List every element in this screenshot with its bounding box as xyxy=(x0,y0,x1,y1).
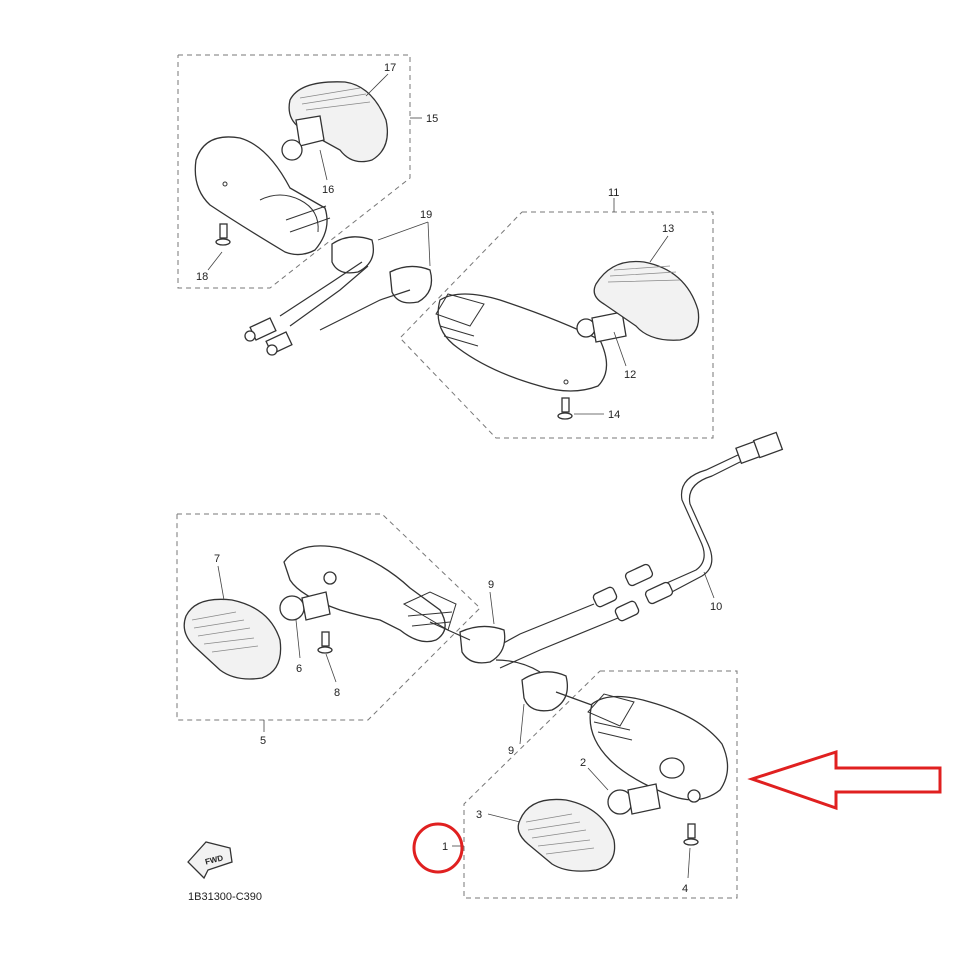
label-7: 7 xyxy=(214,553,220,565)
label-15: 15 xyxy=(426,113,438,125)
highlight-arrow xyxy=(747,749,942,811)
grommet-19-and-wiring: 19 xyxy=(244,209,432,356)
fwd-label: FWD xyxy=(204,853,224,866)
highlight-circle xyxy=(412,822,464,874)
label-2: 2 xyxy=(580,757,586,769)
label-17: 17 xyxy=(384,62,396,74)
assembly-11: 11 13 12 14 xyxy=(399,187,714,439)
label-3: 3 xyxy=(476,809,482,821)
drawing-code: 1B31300-C390 xyxy=(188,891,262,903)
label-4: 4 xyxy=(682,883,688,895)
label-16: 16 xyxy=(322,184,334,196)
label-11: 11 xyxy=(608,187,619,199)
label-18: 18 xyxy=(196,271,208,283)
label-1: 1 xyxy=(442,841,448,853)
assembly-5: 7 6 8 5 9 xyxy=(176,513,506,747)
label-14: 14 xyxy=(608,409,620,421)
wire-harness-10: 10 xyxy=(479,431,784,673)
assembly-15: 17 15 16 18 xyxy=(177,54,438,289)
label-10: 10 xyxy=(710,601,722,613)
red-annotations xyxy=(412,749,942,874)
label-13: 13 xyxy=(662,223,674,235)
label-19: 19 xyxy=(420,209,432,221)
assembly-1: 9 2 3 4 1 xyxy=(442,670,738,899)
label-5: 5 xyxy=(260,735,266,747)
fwd-symbol: FWD xyxy=(187,841,233,880)
label-6: 6 xyxy=(296,663,302,675)
label-9b: 9 xyxy=(508,745,514,757)
label-9a: 9 xyxy=(488,579,494,591)
label-8: 8 xyxy=(334,687,340,699)
label-12: 12 xyxy=(624,369,636,381)
